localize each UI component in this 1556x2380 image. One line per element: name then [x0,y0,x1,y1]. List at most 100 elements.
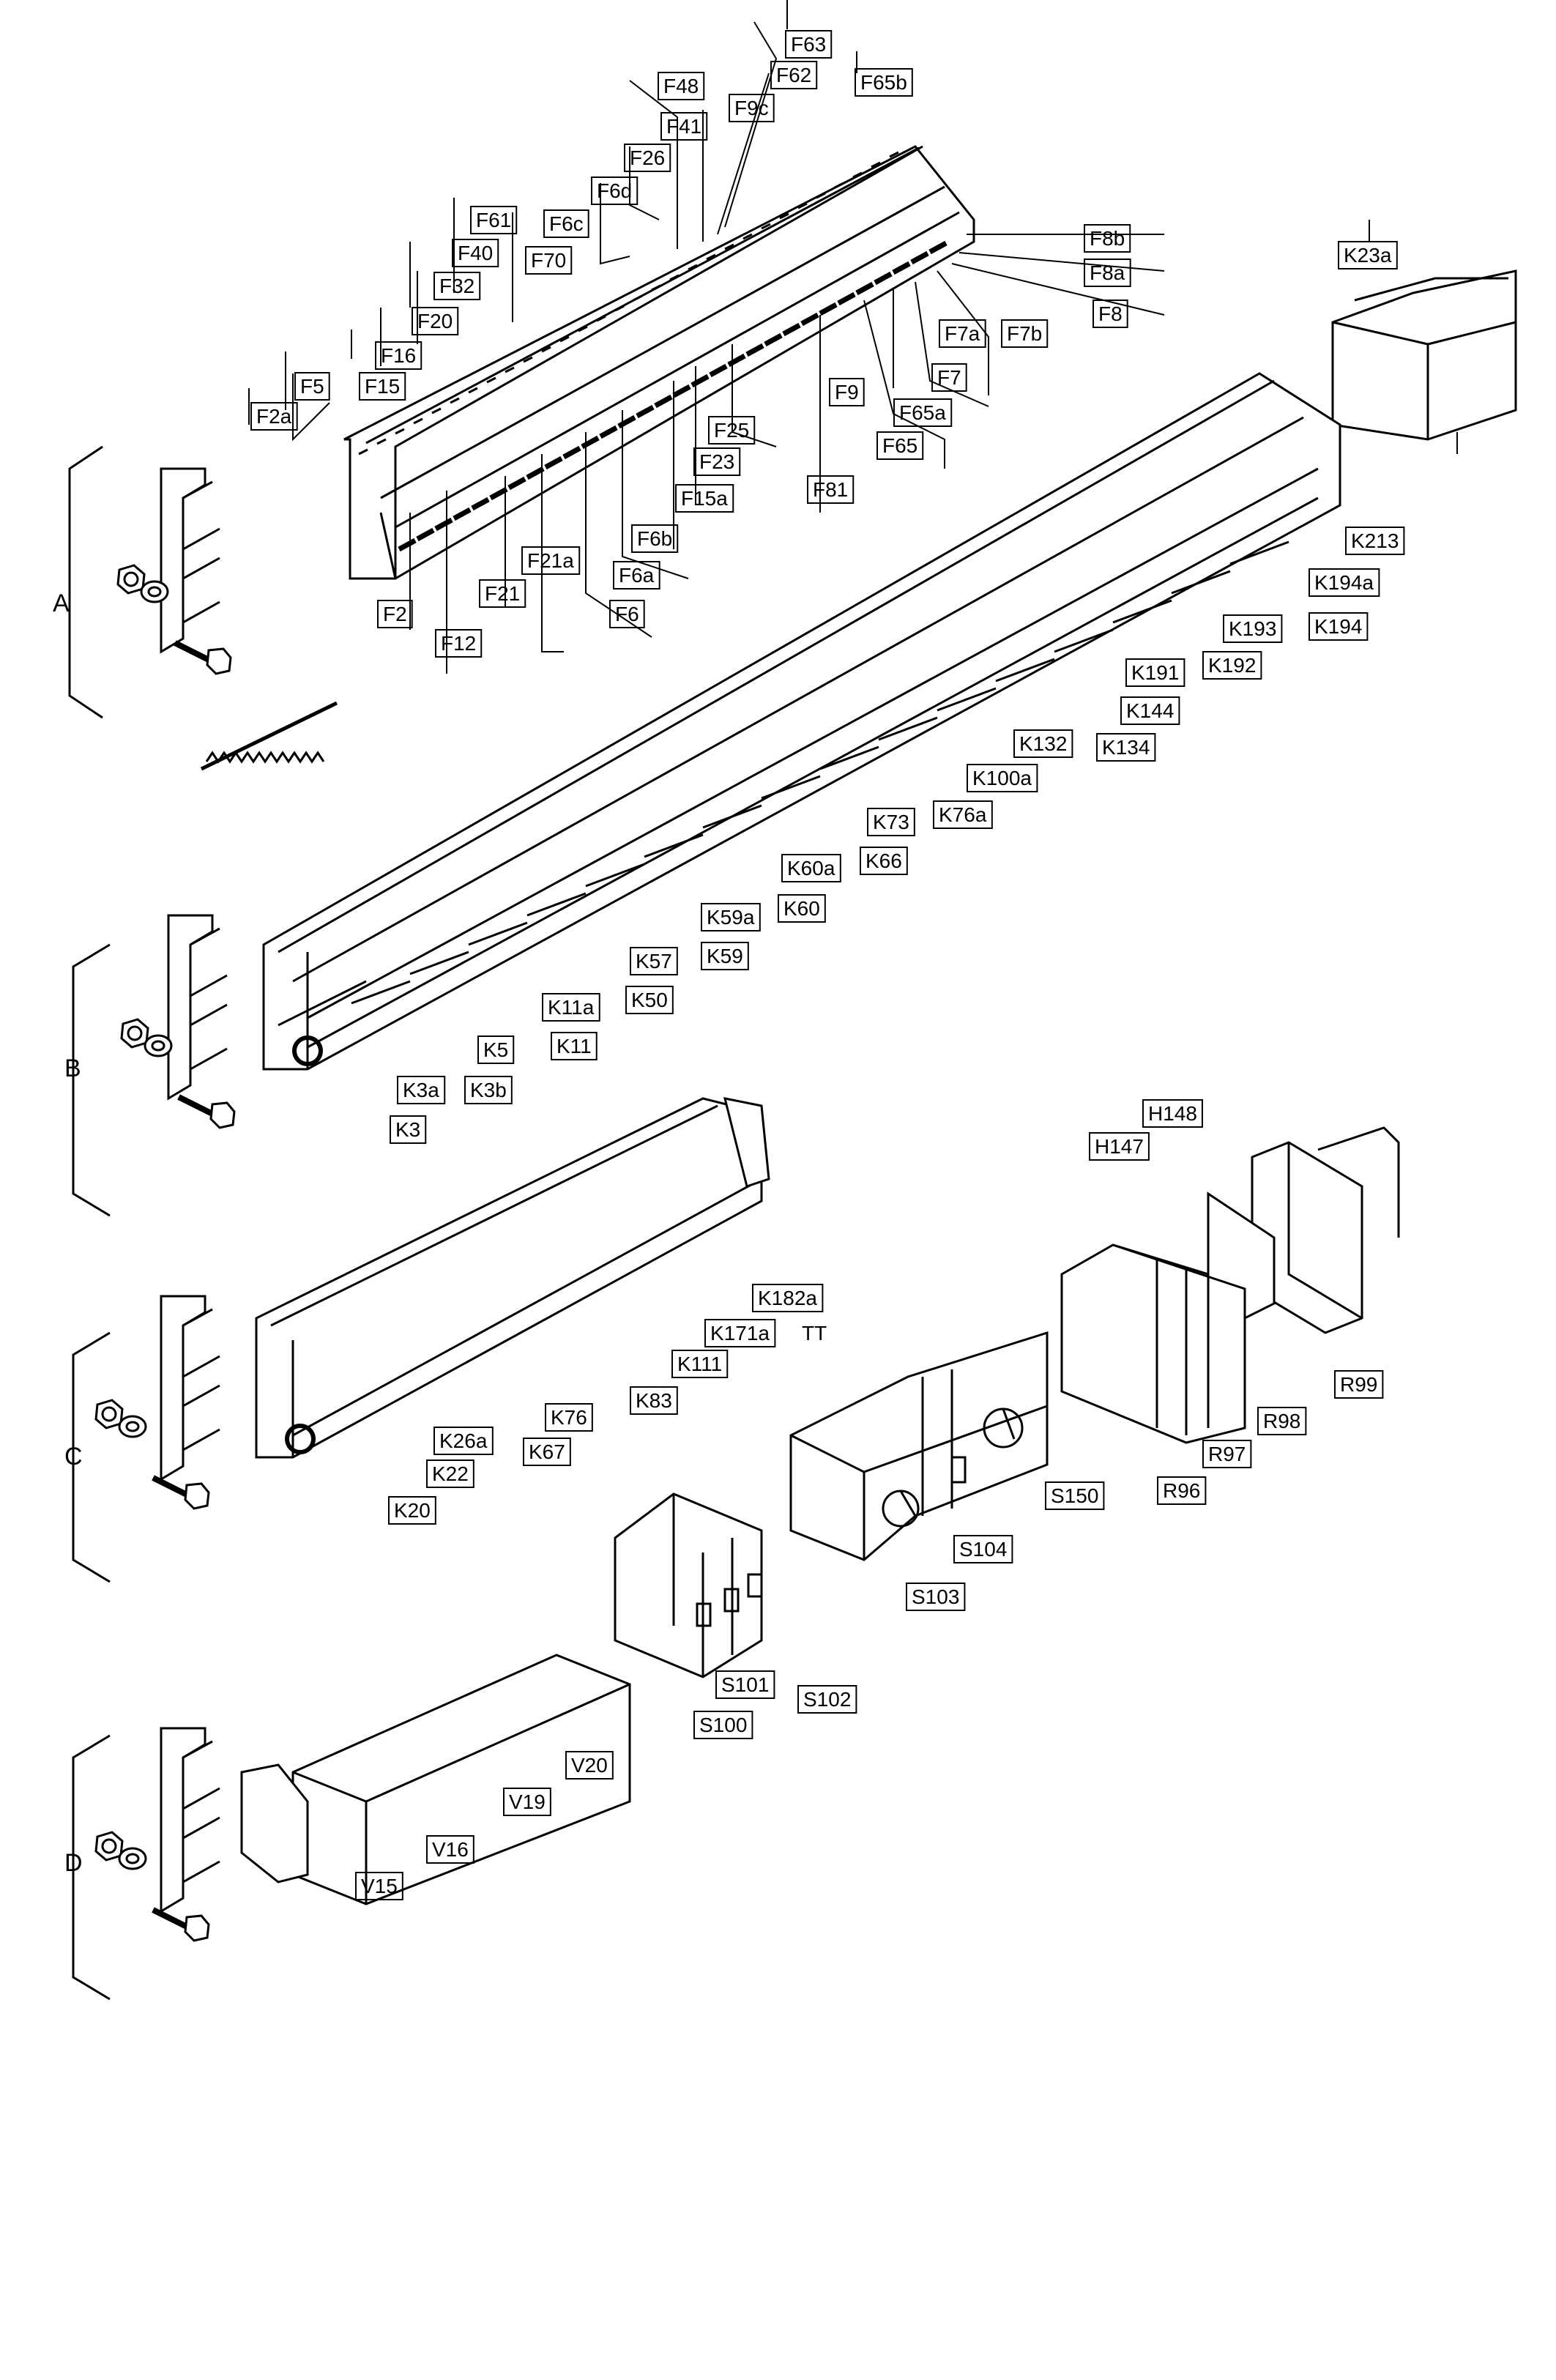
callout-box [1309,568,1380,597]
callout-K132: K132 [1019,732,1067,755]
callout-F2: F2 [383,603,407,625]
resistor-block [1060,1243,1246,1444]
callout-K73: K73 [873,811,909,833]
callout-F9c: F9c [734,97,769,119]
callout-box [1257,1407,1307,1435]
callout-R96: R96 [1163,1479,1200,1502]
callout-box [479,579,526,608]
callout-box [1045,1481,1105,1510]
section-label-b: B [64,1055,81,1082]
callout-box [933,800,993,829]
callout-box [1084,259,1131,287]
callout-F41: F41 [666,115,701,138]
callout-box [675,484,734,513]
callout-box [630,1386,678,1415]
callout-H147: H147 [1095,1135,1144,1158]
callout-box [1345,527,1405,555]
callout-box [565,1751,614,1780]
callout-box [867,808,915,836]
callout-box [1089,1132,1150,1161]
callout-S100: S100 [699,1714,747,1736]
callout-K76a: K76a [939,803,987,826]
callout-box [631,524,679,553]
callout-box [1001,319,1049,348]
callout-F32: F32 [439,275,474,297]
bracket-b [72,914,234,1217]
callout-K111: K111 [677,1353,722,1375]
callout-box [613,561,660,590]
callout-box [412,307,459,335]
callout-F81: F81 [813,478,848,501]
callout-box [781,854,841,882]
callout-K191: K191 [1131,661,1179,684]
callout-F21a: F21a [527,549,574,572]
switches [789,1331,1049,1561]
callout-F40: F40 [458,242,493,264]
callout-box [464,1076,513,1104]
callout-box [704,1319,776,1347]
callout-K194: K194 [1314,615,1362,638]
callout-box [1013,729,1073,758]
callout-box [671,1350,729,1378]
callout-box [829,378,865,406]
callout-box [876,431,924,460]
callout-K134: K134 [1102,736,1150,759]
callout-F6d: F6d [597,179,632,202]
callout-K171a: K171a [710,1322,770,1345]
callout-box [397,1076,446,1104]
callout-box [855,68,913,97]
callout-K20: K20 [394,1499,431,1522]
callout-F12: F12 [441,632,476,655]
callout-F62: F62 [776,64,811,86]
callout-box [1084,224,1131,253]
callout-box [521,546,581,575]
callout-box [715,1670,775,1699]
relay-rail-c [255,1097,770,1459]
leader-lines [248,0,1458,674]
callout-F7b: F7b [1007,322,1042,345]
callout-box [1223,614,1283,643]
callout-F65: F65 [882,434,917,457]
callout-box [967,764,1038,792]
callout-F63: F63 [791,33,826,56]
callout-box [503,1788,551,1816]
callout-R97: R97 [1208,1443,1246,1465]
callout-K76: K76 [551,1406,587,1429]
callout-box [1125,658,1185,687]
callout-K3a: K3a [403,1079,439,1101]
callout-V15: V15 [361,1875,398,1897]
callout-box [785,30,833,59]
section-letters: A B C D [53,590,83,1877]
callout-F16: F16 [381,344,416,367]
relay-k23a [1331,269,1517,441]
callout-box [906,1583,966,1611]
callout-F6c: F6c [549,212,584,235]
callout-box [355,1872,403,1900]
callout-box [426,1835,474,1864]
callout-F7a: F7a [945,322,980,345]
callout-K26a: K26a [439,1429,488,1452]
callout-K3b: K3b [470,1079,507,1101]
v-modules [240,1654,631,1905]
callout-F8b: F8b [1090,227,1125,250]
callout-box [1092,300,1128,328]
callout-F25: F25 [714,419,749,442]
callout-box [708,416,756,445]
callout-R99: R99 [1340,1373,1377,1396]
callout-box [609,600,645,628]
callout-K193: K193 [1229,617,1276,640]
callout-box [525,246,573,275]
parts-drawing [68,0,1517,2001]
callout-box [770,61,818,89]
callouts: F63 F62 F65b F48 F9c F41 F26 F6d F61 F6c… [250,30,1405,1900]
callout-box [551,1032,598,1060]
callout-K182a: K182a [758,1287,817,1309]
callout-box [1202,1440,1252,1468]
section-label-d: D [64,1849,83,1877]
callout-box [893,398,953,427]
callout-K23a: K23a [1344,244,1392,267]
callout-box [545,1403,593,1432]
callout-box [1202,651,1262,680]
callout-box [693,447,741,476]
